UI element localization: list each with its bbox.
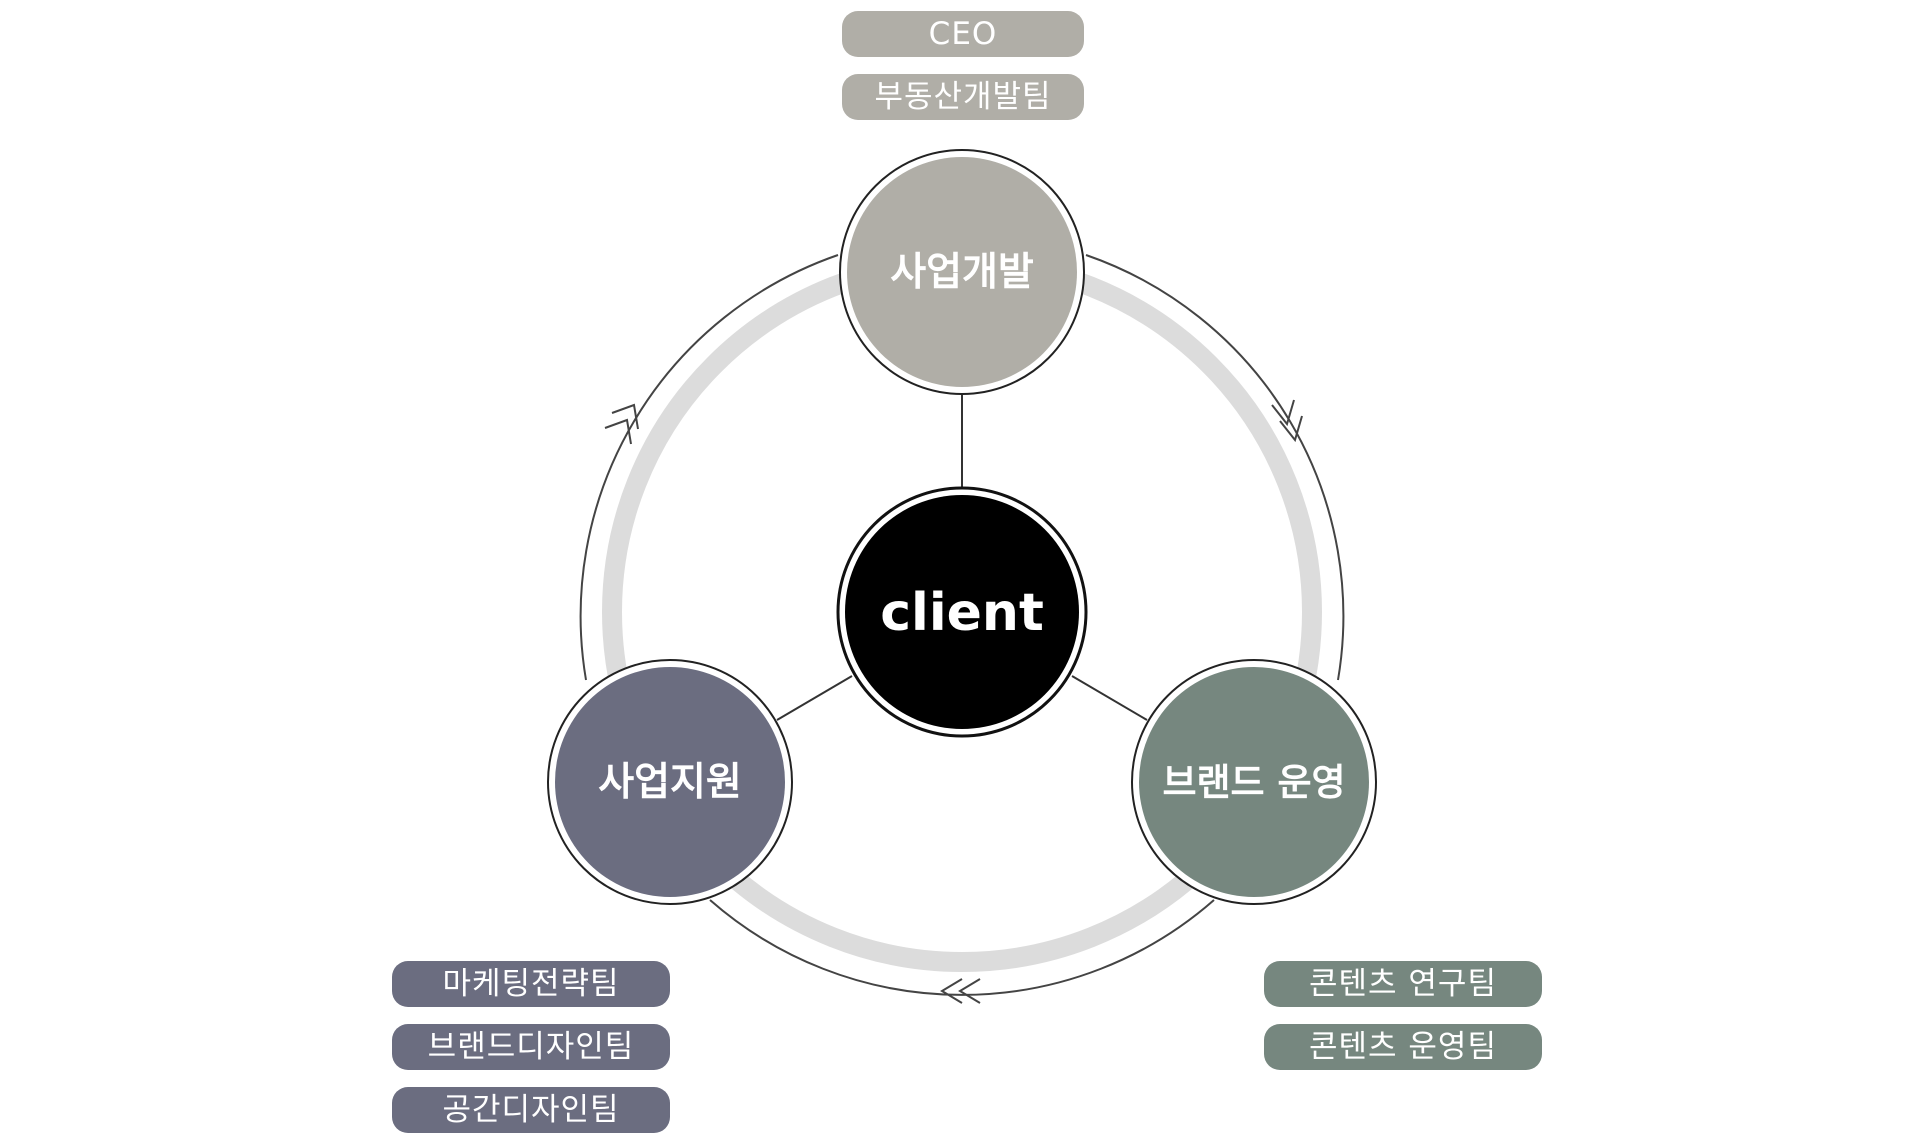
center-node-fill	[845, 495, 1079, 729]
node-right-label: 브랜드 운영	[1162, 761, 1345, 804]
node-left-label: 사업지원	[598, 760, 742, 805]
node-left: 사업지원	[547, 659, 793, 905]
node-top-label: 사업개발	[890, 250, 1034, 295]
connector-left	[776, 675, 853, 721]
team-pill-content-operation: 콘텐츠 운영팀	[1264, 1024, 1542, 1070]
arrow-left-icon	[604, 403, 639, 445]
arrow-bottom-icon	[940, 978, 981, 1004]
team-pill-space-design: 공간디자인팀	[392, 1087, 670, 1133]
node-right-fill	[1139, 667, 1369, 897]
team-pill-real-estate-development: 부동산개발팀	[842, 74, 1084, 120]
node-top: 사업개발	[839, 149, 1085, 395]
team-pill-marketing-strategy: 마케팅전략팀	[392, 961, 670, 1007]
team-pill-brand-design: 브랜드디자인팀	[392, 1024, 670, 1070]
center-label: client	[880, 583, 1044, 643]
team-pill-content-research: 콘텐츠 연구팀	[1264, 961, 1542, 1007]
cycle-arc-top-right	[1085, 254, 1345, 681]
center-node: client	[836, 486, 1088, 738]
node-right: 브랜드 운영	[1131, 659, 1377, 905]
node-left-fill	[555, 667, 785, 897]
connector-right	[1071, 675, 1148, 721]
node-top-fill	[847, 157, 1077, 387]
cycle-arc-top-left	[579, 254, 839, 681]
team-pill-ceo: CEO	[842, 11, 1084, 57]
arrow-right-icon	[1271, 399, 1303, 443]
cycle-arc-bottom	[709, 899, 1215, 996]
